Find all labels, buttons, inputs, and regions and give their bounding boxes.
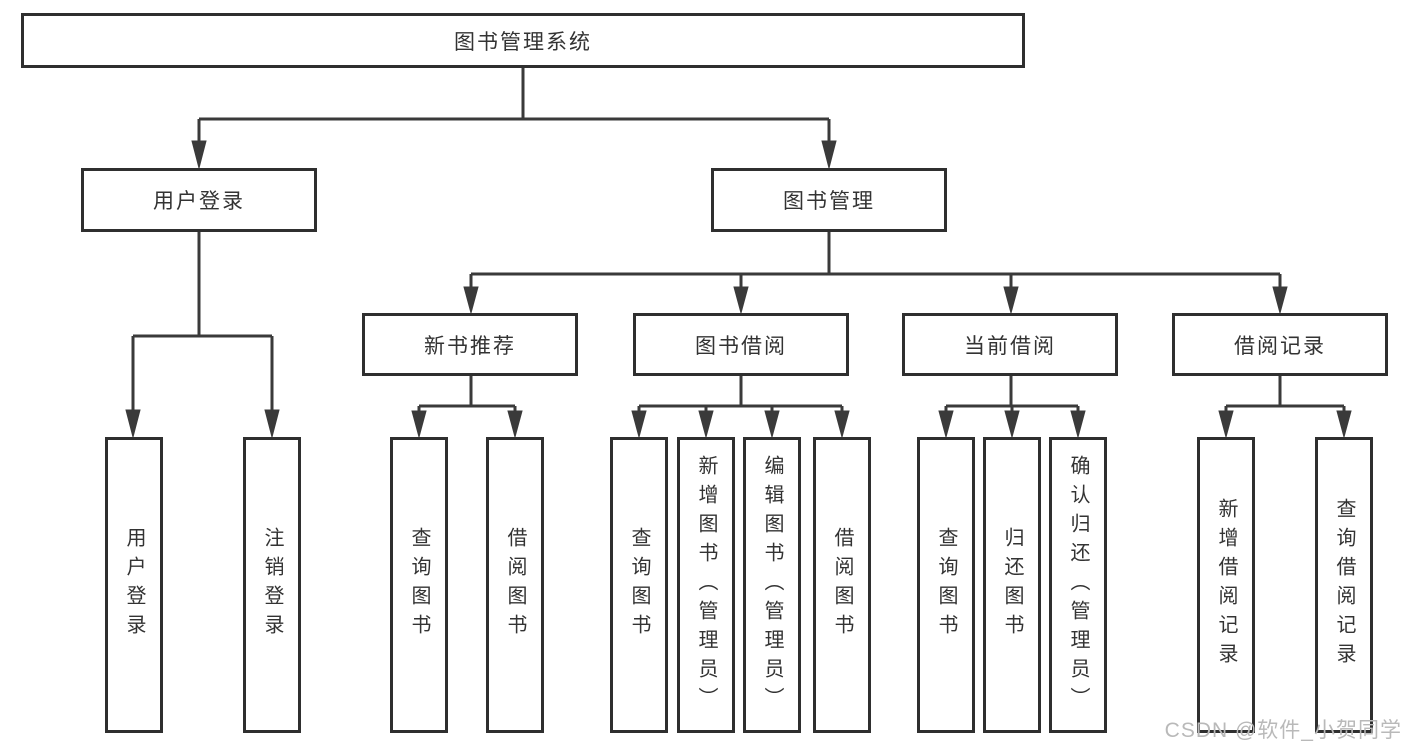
node-current-borrowing: 当前借阅 [902,313,1118,376]
node-library-management-system: 图书管理系统 [21,13,1025,68]
leaf-label: 查询图书 [628,527,650,643]
leaf-label: 借阅图书 [504,527,526,643]
leaf-logout: 注销登录 [243,437,301,733]
leaf-edit-books-admin: 编辑图书（管理员） [743,437,801,733]
leaf-label: 借阅图书 [831,527,853,643]
node-label: 借阅记录 [1234,334,1326,358]
node-book-management: 图书管理 [711,168,947,232]
leaf-confirm-return-admin: 确认归还（管理员） [1049,437,1107,733]
leaf-add-books-admin: 新增图书（管理员） [677,437,735,733]
leaf-borrow-books-recommend: 借阅图书 [486,437,544,733]
node-new-book-recommend: 新书推荐 [362,313,578,376]
leaf-borrow-books: 借阅图书 [813,437,871,733]
leaf-user-login: 用户登录 [105,437,163,733]
leaf-query-books-recommend: 查询图书 [390,437,448,733]
node-book-borrowing: 图书借阅 [633,313,849,376]
leaf-label: 归还图书 [1001,527,1023,643]
node-user-login: 用户登录 [81,168,317,232]
leaf-query-books-current: 查询图书 [917,437,975,733]
csdn-watermark: CSDN @软件_小贺同学 [1164,719,1402,742]
leaf-label: 编辑图书（管理员） [761,454,783,716]
node-label: 当前借阅 [964,334,1056,358]
node-label: 图书管理 [783,190,875,213]
leaf-query-borrow-record: 查询借阅记录 [1315,437,1373,733]
leaf-label: 确认归还（管理员） [1067,454,1089,716]
leaf-label: 查询图书 [935,527,957,643]
leaf-label: 查询图书 [408,527,430,643]
leaf-query-books-borrowing: 查询图书 [610,437,668,733]
leaf-label: 用户登录 [123,527,145,643]
node-label: 图书管理系统 [454,30,592,54]
node-label: 新书推荐 [424,334,516,358]
leaf-label: 查询借阅记录 [1333,498,1355,672]
leaf-add-borrow-record: 新增借阅记录 [1197,437,1255,733]
node-borrowing-records: 借阅记录 [1172,313,1388,376]
leaf-label: 注销登录 [261,527,283,643]
leaf-label: 新增借阅记录 [1215,498,1237,672]
leaf-return-books: 归还图书 [983,437,1041,733]
node-label: 用户登录 [153,190,245,213]
arrowheads [125,140,1352,439]
node-label: 图书借阅 [695,334,787,358]
leaf-label: 新增图书（管理员） [695,454,717,716]
